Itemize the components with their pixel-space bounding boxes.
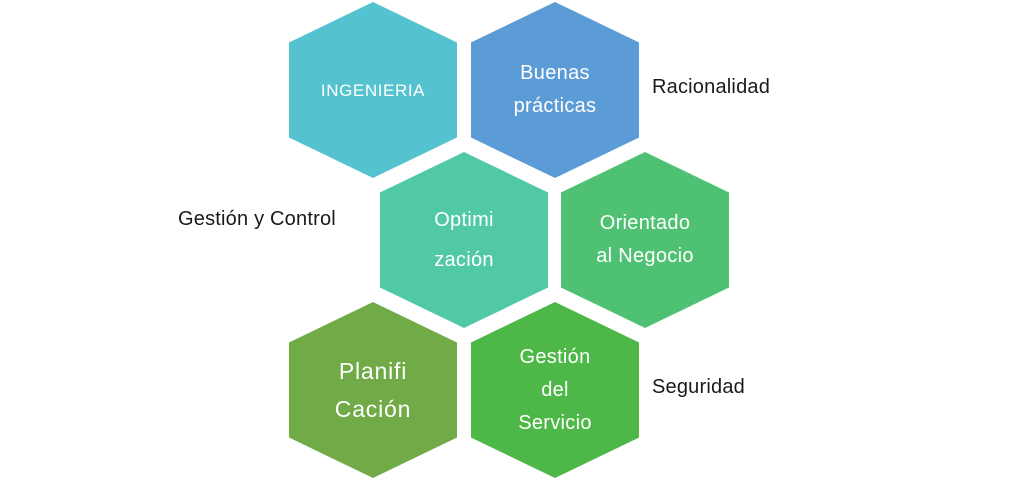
hexagon-planificacion-line-2: Cación (334, 396, 412, 422)
hexagon-orientado-negocio-line-1: Orientado (599, 212, 691, 234)
hexagon-gestion-servicio-line-1: Gestión (519, 345, 591, 368)
hexagon-buenas-practicas-line-2: prácticas (513, 95, 597, 117)
hexagon-gestion-servicio: Gestión del Servicio (471, 302, 639, 478)
hexagon-orientado-negocio: Orientado al Negocio (561, 152, 729, 328)
hexagon-planificacion-line-1: Planifi (338, 358, 408, 384)
hexagon-planificacion: Planifi Cación (289, 302, 457, 478)
hexagon-ingenieria: INGENIERIA (289, 2, 457, 178)
hexagon-optimizacion: Optimi zación (380, 152, 548, 328)
hexagon-buenas-practicas-line-1: Buenas (520, 62, 590, 84)
hexagon-ingenieria-text: INGENIERIA (320, 80, 426, 100)
hexagon-gestion-servicio-line-3: Servicio (518, 411, 592, 434)
hexagon-optimizacion-line-2: zación (434, 249, 494, 271)
hexagon-orientado-negocio-line-2: al Negocio (596, 245, 694, 267)
label-gestion-control: Gestión y Control (178, 208, 336, 230)
hexagon-gestion-servicio-line-2: del (541, 378, 569, 401)
label-racionalidad: Racionalidad (652, 76, 771, 98)
hexagon-optimizacion-line-1: Optimi (434, 209, 494, 231)
hexagon-buenas-practicas: Buenas prácticas (471, 2, 639, 178)
label-seguridad: Seguridad (652, 376, 745, 398)
